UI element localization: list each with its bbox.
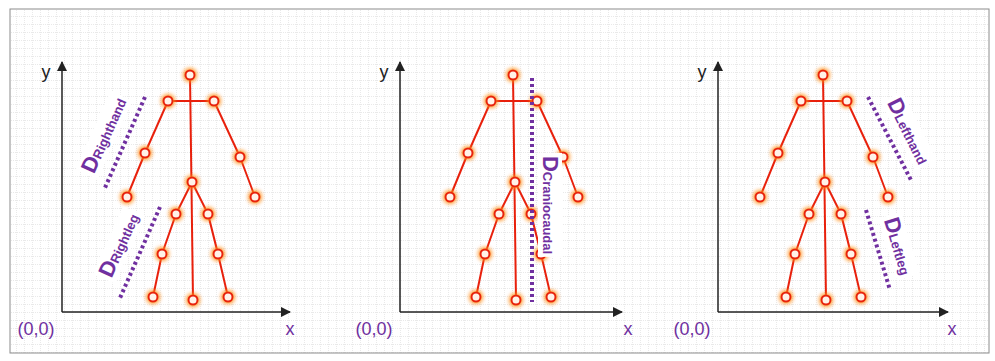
skeleton-joint <box>774 149 783 158</box>
skeleton-joint <box>189 296 198 305</box>
skeleton-joint <box>210 97 219 106</box>
x-axis <box>400 311 622 313</box>
skeleton-joint <box>797 97 806 106</box>
skeleton-bone <box>823 75 826 300</box>
skeleton-bone <box>127 153 145 197</box>
skeleton-joint <box>464 149 473 158</box>
skeleton-joint <box>574 193 583 202</box>
skeleton-joint <box>487 97 496 106</box>
skeleton-joint <box>251 193 260 202</box>
skeleton-joint <box>481 250 490 259</box>
skeleton-bone <box>218 254 228 297</box>
distance-line <box>530 78 534 302</box>
distance-symbol: D <box>538 156 563 172</box>
skeleton-bone <box>240 157 255 197</box>
skeleton-bone <box>153 254 162 297</box>
skeleton-bone <box>145 101 168 153</box>
skeleton-bone <box>476 254 485 297</box>
skeleton-joint <box>495 210 504 219</box>
grid-background <box>10 9 989 353</box>
y-axis <box>61 62 63 312</box>
skeleton-joint <box>847 250 856 259</box>
axis-label: x <box>948 320 957 338</box>
skeleton-joint <box>158 250 167 259</box>
origin-label: (0,0) <box>17 320 54 338</box>
skeleton-bone <box>778 101 801 153</box>
skeleton-joint <box>837 210 846 219</box>
skeleton-joint <box>164 97 173 106</box>
axis-label: y <box>42 63 51 81</box>
skeleton-joint <box>805 210 814 219</box>
distance-subscript: Craniocaudal <box>540 172 555 254</box>
skeleton-bone <box>468 101 491 153</box>
skeleton-joint <box>141 149 150 158</box>
skeleton-joint <box>149 293 158 302</box>
skeleton-bone <box>485 214 499 254</box>
y-axis <box>399 62 401 312</box>
skeleton-joint <box>509 71 518 80</box>
skeleton-bone <box>513 75 516 300</box>
skeleton-joint <box>512 296 521 305</box>
skeleton-bone <box>841 214 851 254</box>
skeleton-bone <box>873 157 888 197</box>
skeleton-bone <box>541 254 551 297</box>
skeleton-bone <box>801 100 847 102</box>
skeleton-joint <box>472 293 481 302</box>
skeleton-bone <box>491 100 537 102</box>
skeleton-joint <box>819 71 828 80</box>
skeleton-bone <box>450 153 468 197</box>
skeleton-joint <box>821 178 830 187</box>
axis-label: x <box>624 320 633 338</box>
skeleton-bone <box>537 101 563 157</box>
skeleton-bone <box>563 157 578 197</box>
axis-label: x <box>286 320 295 338</box>
skeleton-joint <box>214 250 223 259</box>
skeleton-joint <box>446 193 455 202</box>
skeleton-bone <box>162 214 176 254</box>
axis-label: y <box>698 63 707 81</box>
y-axis <box>717 62 719 312</box>
skeleton-joint <box>884 193 893 202</box>
skeleton-bone <box>851 254 861 297</box>
skeleton-bone <box>190 75 193 300</box>
skeleton-joint <box>511 178 520 187</box>
skeleton-joint <box>857 293 866 302</box>
skeleton-joint <box>547 293 556 302</box>
skeleton-bone <box>847 101 873 157</box>
skeleton-joint <box>172 210 181 219</box>
skeleton-joint <box>204 210 213 219</box>
skeleton-joint <box>843 97 852 106</box>
skeleton-bone <box>208 214 218 254</box>
x-axis <box>62 311 290 313</box>
skeleton-joint <box>822 296 831 305</box>
skeleton-joint <box>791 250 800 259</box>
skeleton-figure <box>446 71 583 305</box>
skeleton-joint <box>188 178 197 187</box>
skeleton-joint <box>224 293 233 302</box>
skeleton-joint <box>123 193 132 202</box>
skeleton-joint <box>186 71 195 80</box>
skeleton-bone <box>760 153 778 197</box>
skeleton-joint <box>869 153 878 162</box>
skeleton-bone <box>795 214 809 254</box>
skeleton-joint <box>756 193 765 202</box>
skeleton-bone <box>786 254 795 297</box>
skeleton-bone <box>168 100 214 102</box>
x-axis <box>718 311 948 313</box>
skeleton-figure <box>756 71 893 305</box>
skeleton-joint <box>236 153 245 162</box>
skeleton-bone <box>214 101 240 157</box>
origin-label: (0,0) <box>673 320 710 338</box>
axis-label: y <box>380 63 389 81</box>
origin-label: (0,0) <box>355 320 392 338</box>
distance-label: DCraniocaudal <box>538 153 562 257</box>
skeleton-joint <box>782 293 791 302</box>
